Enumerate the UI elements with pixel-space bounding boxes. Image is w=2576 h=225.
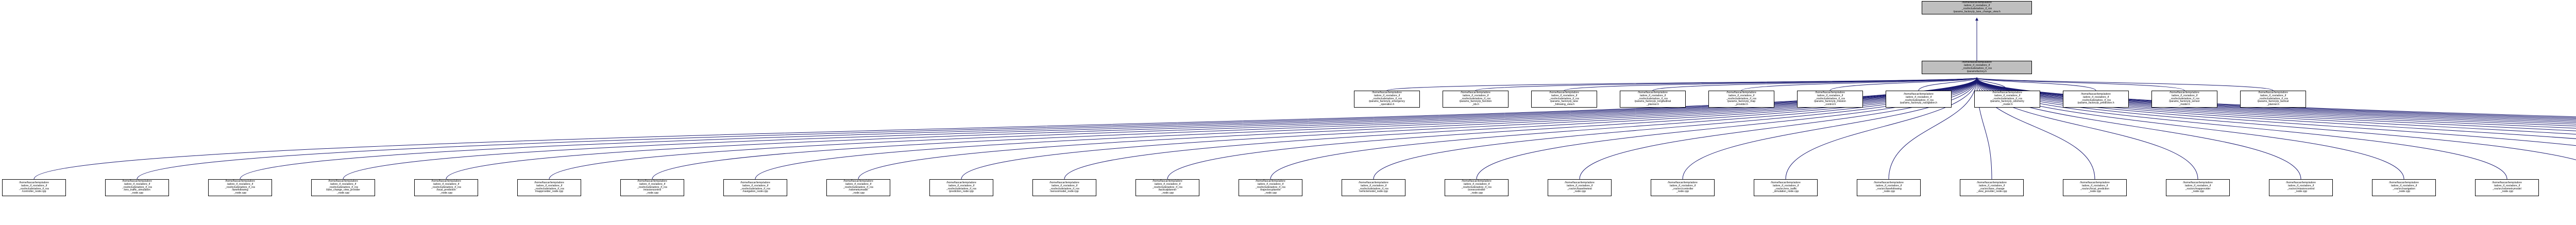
graph-node-label: /home/fascar/temp/adore /adore_if_ros/ad…	[1459, 91, 1492, 107]
graph-node-label: /home/fascar/temp/adore /adore_if_ros/ad…	[2492, 181, 2522, 194]
graph-node-m25[interactable]: /home/fascar/temp/adore /adore_if_ros/ad…	[2475, 179, 2539, 196]
graph-node-m07[interactable]: /home/fascar/temp/adore /adore_if_ros/ad…	[620, 179, 684, 196]
graph-node-n02[interactable]: /home/fascar/temp/adore /adore_if_ros/ad…	[1443, 91, 1509, 108]
graph-edge	[1918, 77, 1978, 91]
graph-node-m12[interactable]: /home/fascar/temp/adore /adore_if_ros/ad…	[1136, 179, 1199, 196]
graph-node-m08[interactable]: /home/fascar/temp/adore /adore_if_ros/ad…	[723, 179, 787, 196]
graph-edge	[1829, 77, 1978, 91]
graph-node-n08[interactable]: /home/fascar/temp/adore /adore_if_ros/ad…	[1974, 91, 2040, 108]
graph-node-m13[interactable]: /home/fascar/temp/adore /adore_if_ros/ad…	[1239, 179, 1302, 196]
graph-node-label: /home/fascar/temp/adore /adore_if_ros/ad…	[843, 179, 874, 195]
graph-node-label: /home/fascar/temp/adore /adore_if_ros/ad…	[1152, 179, 1183, 195]
graph-node-m15[interactable]: /home/fascar/temp/adore /adore_if_ros/ad…	[1445, 179, 1509, 196]
graph-node-n07[interactable]: /home/fascar/temp/adore /adore_if_ros/ad…	[1886, 91, 1952, 108]
graph-node-n03[interactable]: /home/fascar/temp/adore /adore_if_ros/ad…	[1531, 91, 1597, 108]
graph-node-m02[interactable]: /home/fascar/temp/adore /adore_if_ros/ad…	[105, 179, 169, 196]
graph-node-label: /home/fascar/temp/adore /adore_if_ros/ad…	[326, 179, 361, 195]
graph-node-label: /home/fascar/temp/adore /adore_if_ros/ad…	[122, 179, 152, 195]
graph-node-label: /home/fascar/temp/adore /adore_if_ros/ad…	[2080, 181, 2110, 194]
graph-edge	[1975, 77, 2096, 91]
graph-node-m06[interactable]: /home/fascar/temp/adore /adore_if_ros/ad…	[517, 179, 581, 196]
graph-node-label: /home/fascar/temp/adore /adore_if_ros/ad…	[431, 179, 462, 195]
graph-edge	[1975, 77, 2274, 91]
graph-node-m24[interactable]: /home/fascar/temp/adore /adore_if_ros/ad…	[2372, 179, 2436, 196]
graph-node-label: /home/fascar/temp/adore /adore_if_ros/ad…	[1549, 91, 1580, 107]
graph-node-label: /home/fascar/temp/adore /adore_if_ros/ad…	[1726, 91, 1757, 107]
graph-node-label: /home/fascar/temp/adore /adore_if_ros/ad…	[2169, 91, 2200, 107]
graph-node-n05[interactable]: /home/fascar/temp/adore /adore_if_ros/ad…	[1708, 91, 1774, 108]
graph-node-label: /home/fascar/temp/adore /adore_if_ros/ad…	[19, 181, 49, 194]
graph-node-n10[interactable]: /home/fascar/temp/adore /adore_if_ros/ad…	[2151, 91, 2217, 108]
graph-edge	[1975, 77, 2008, 91]
graph-node-label: /home/fascar/temp/adore /adore_if_ros/ad…	[1358, 181, 1389, 194]
graph-edge	[652, 77, 1978, 180]
graph-node-m05[interactable]: /home/fascar/temp/adore /adore_if_ros/ad…	[414, 179, 478, 196]
graph-node-label: /home/fascar/temp/adore /adore_if_ros/ad…	[1368, 91, 1405, 107]
graph-node-label: /home/fascar/temp/adore /adore_if_ros/ad…	[2389, 181, 2419, 194]
graph-node-root[interactable]: /home/fascar/temp/adore /adore_if_ros/ad…	[1922, 1, 2032, 14]
graph-node-label: /home/fascar/temp/adore /adore_if_ros/ad…	[637, 179, 668, 195]
graph-node-label: /home/fascar/temp/adore /adore_if_ros/ad…	[225, 179, 256, 195]
graph-node-n06[interactable]: /home/fascar/temp/adore /adore_if_ros/ad…	[1797, 91, 1863, 108]
graph-node-m11[interactable]: /home/fascar/temp/adore /adore_if_ros/ad…	[1032, 179, 1096, 196]
graph-node-label: /home/fascar/temp/adore /adore_if_ros/ad…	[2286, 181, 2316, 194]
graph-node-m23[interactable]: /home/fascar/temp/adore /adore_if_ros/ad…	[2269, 179, 2333, 196]
graph-node-label: /home/fascar/temp/adore /adore_if_ros/ad…	[1634, 91, 1671, 107]
graph-node-m20[interactable]: /home/fascar/temp/adore /adore_if_ros/ad…	[1960, 179, 2024, 196]
graph-node-n04[interactable]: /home/fascar/temp/adore /adore_if_ros/ad…	[1620, 91, 1686, 108]
graph-node-label: /home/fascar/temp/adore /adore_if_ros/ad…	[1461, 179, 1492, 195]
graph-node-label: /home/fascar/temp/adore /adore_if_ros/ad…	[534, 181, 565, 194]
graph-edge	[1975, 77, 2185, 91]
graph-node-n09[interactable]: /home/fascar/temp/adore /adore_if_ros/ad…	[2063, 91, 2129, 108]
graph-node-n11[interactable]: /home/fascar/temp/adore /adore_if_ros/ad…	[2240, 91, 2306, 108]
graph-node-m04[interactable]: /home/fascar/temp/adore /adore_if_ros/ad…	[311, 179, 375, 196]
graph-node-label: /home/fascar/temp/adore /adore_if_ros/ad…	[2257, 91, 2289, 107]
graph-edge	[1475, 77, 1978, 91]
graph-node-label: /home/fascar/temp/adore /adore_if_ros/ad…	[1961, 61, 1992, 73]
graph-node-label: /home/fascar/temp/adore /adore_if_ros/ad…	[1565, 181, 1595, 194]
graph-node-m14[interactable]: /home/fascar/temp/adore /adore_if_ros/ad…	[1342, 179, 1405, 196]
graph-edge	[1652, 77, 1978, 91]
graph-node-n01[interactable]: /home/fascar/temp/adore /adore_if_ros/ad…	[1354, 91, 1420, 108]
graph-node-label: /home/fascar/temp/adore /adore_if_ros/ad…	[1255, 179, 1286, 195]
graph-node-m22[interactable]: /home/fascar/temp/adore /adore_if_ros/ad…	[2166, 179, 2230, 196]
graph-node-paramsfactory[interactable]: /home/fascar/temp/adore /adore_if_ros/ad…	[1922, 61, 2032, 74]
graph-node-label: /home/fascar/temp/adore /adore_if_ros/ad…	[1771, 181, 1801, 194]
graph-edge	[1386, 77, 1978, 91]
graph-node-label: /home/fascar/temp/adore /adore_if_ros/ad…	[1990, 91, 2025, 107]
graph-node-label: /home/fascar/temp/adore /adore_if_ros/ad…	[2077, 92, 2114, 105]
graph-node-label: /home/fascar/temp/adore /adore_if_ros/ad…	[1668, 181, 1698, 194]
graph-node-m10[interactable]: /home/fascar/temp/adore /adore_if_ros/ad…	[929, 179, 993, 196]
graph-node-m09[interactable]: /home/fascar/temp/adore /adore_if_ros/ad…	[826, 179, 890, 196]
graph-node-m03[interactable]: /home/fascar/temp/adore /adore_if_ros/ad…	[208, 179, 272, 196]
graph-node-m01[interactable]: /home/fascar/temp/adore /adore_if_ros/ad…	[2, 179, 66, 196]
graph-node-m19[interactable]: /home/fascar/temp/adore /adore_if_ros/ad…	[1857, 179, 1921, 196]
graph-node-label: /home/fascar/temp/adore /adore_if_ros/ad…	[1874, 181, 1904, 194]
graph-node-label: /home/fascar/temp/adore /adore_if_ros/ad…	[1814, 91, 1846, 107]
graph-node-label: /home/fascar/temp/adore /adore_if_ros/ad…	[1049, 181, 1080, 194]
graph-node-m21[interactable]: /home/fascar/temp/adore /adore_if_ros/ad…	[2063, 179, 2127, 196]
graph-node-label: /home/fascar/temp/adore /adore_if_ros/ad…	[1976, 181, 2007, 194]
graph-node-m16[interactable]: /home/fascar/temp/adore /adore_if_ros/ad…	[1548, 179, 1612, 196]
graph-edge	[137, 77, 1978, 180]
graph-edge	[1564, 77, 1978, 91]
graph-node-label: /home/fascar/temp/adore /adore_if_ros/ad…	[1900, 92, 1938, 105]
graph-node-m17[interactable]: /home/fascar/temp/adore /adore_if_ros/ad…	[1651, 179, 1715, 196]
graph-node-label: /home/fascar/temp/adore /adore_if_ros/ad…	[740, 181, 771, 194]
graph-node-label: /home/fascar/temp/adore /adore_if_ros/ad…	[2183, 181, 2213, 194]
graph-node-m18[interactable]: /home/fascar/temp/adore /adore_if_ros/ad…	[1754, 179, 1818, 196]
graph-node-label: /home/fascar/temp/adore /adore_if_ros/ad…	[1953, 1, 2001, 13]
graph-node-label: /home/fascar/temp/adore /adore_if_ros/ad…	[946, 181, 977, 194]
graph-edge	[1741, 77, 1978, 91]
